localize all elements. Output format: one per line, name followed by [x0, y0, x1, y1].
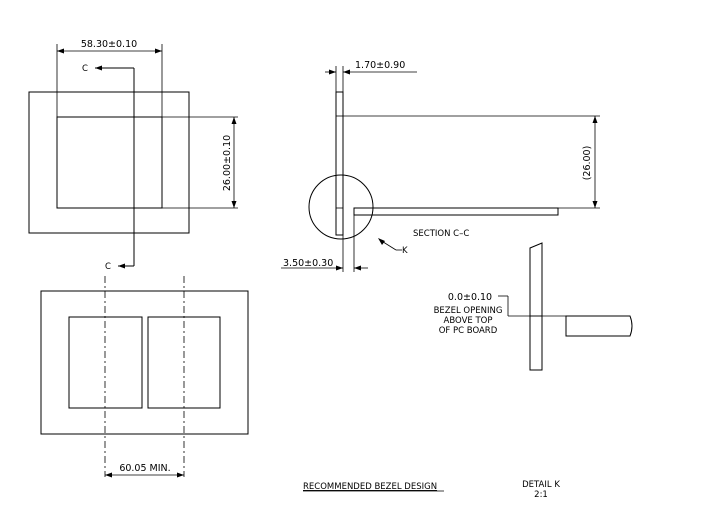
section-marker-bottom: C	[105, 262, 111, 272]
bottom-outline	[40, 290, 249, 435]
bottom-view: 60.05 MIN.	[40, 276, 249, 478]
section-view: 1.70±0.90 (26.00) K SECTION C–C 3.50±0.3…	[281, 60, 600, 272]
pc-board	[353, 207, 559, 216]
height-reference: (26.00)	[582, 146, 593, 181]
bezel-note-line1: BEZEL OPENING	[434, 306, 503, 316]
width-dimension: 58.30±0.10	[81, 39, 137, 50]
front-view: C C 58.30±0.10 26.00±0.10	[28, 39, 238, 272]
section-marker-top: C	[82, 64, 88, 74]
detail-circle	[308, 174, 374, 240]
offset-dimension: 3.50±0.30	[283, 258, 333, 269]
section-title: SECTION C–C	[413, 229, 469, 239]
detail-scale: 2:1	[534, 490, 548, 500]
left-window	[68, 316, 143, 409]
height-dimension: 26.00±0.10	[222, 135, 233, 191]
opening-dimension: 60.05 MIN.	[119, 463, 170, 474]
bezel-plate	[335, 91, 344, 236]
thickness-dimension: 1.70±0.90	[355, 60, 405, 71]
bezel-opening	[56, 116, 163, 209]
bezel-offset: 0.0±0.10	[448, 292, 492, 303]
detail-view: 0.0±0.10 BEZEL OPENING ABOVE TOP OF PC B…	[434, 242, 633, 371]
detail-bezel	[529, 242, 543, 371]
detail-board	[565, 315, 633, 337]
main-title: RECOMMENDED BEZEL DESIGN	[303, 482, 437, 492]
detail-marker: K	[402, 246, 408, 256]
detail-title: DETAIL K	[522, 480, 560, 490]
bezel-outline	[28, 91, 190, 234]
bezel-note-line2: ABOVE TOP	[444, 316, 493, 326]
bezel-note-line3: OF PC BOARD	[439, 326, 498, 336]
